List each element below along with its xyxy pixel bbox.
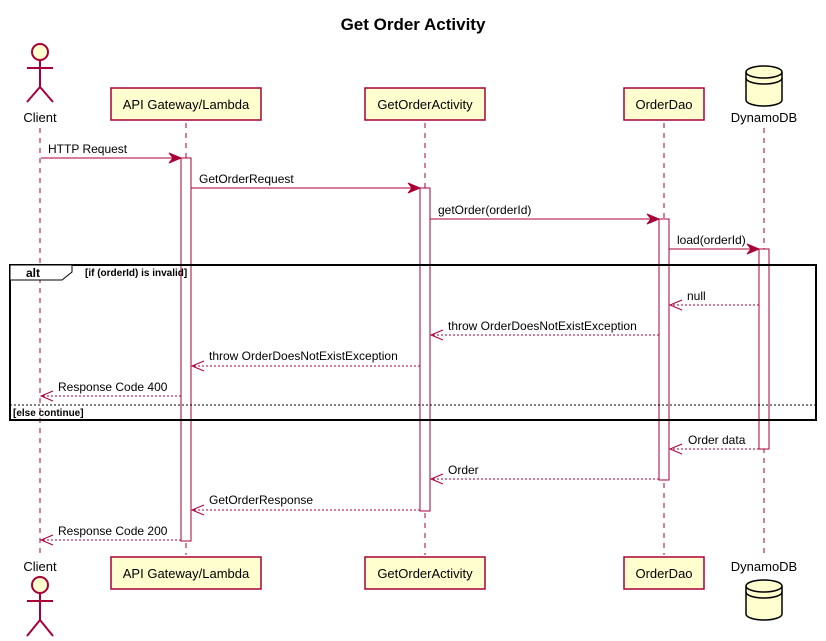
participant-dao-bottom: OrderDao xyxy=(623,556,705,590)
participant-api-bottom: API Gateway/Lambda xyxy=(110,556,262,590)
fragment-condition: [if (orderId) is invalid] xyxy=(85,268,187,279)
message-label: GetOrderRequest xyxy=(199,172,294,186)
participant-label: GetOrderActivity xyxy=(377,566,473,581)
participant-label: DynamoDB xyxy=(731,559,797,574)
actor-icon xyxy=(26,576,54,637)
message-label: Response Code 400 xyxy=(58,380,168,394)
message-label: Order data xyxy=(688,433,746,447)
fragment-else-condition: [else continue] xyxy=(13,408,84,419)
participant-label: GetOrderActivity xyxy=(377,97,473,112)
message-label: HTTP Request xyxy=(48,142,128,156)
participant-label: Client xyxy=(23,110,57,125)
participant-activity-top: GetOrderActivity xyxy=(364,87,486,121)
message-http-request: HTTP Request xyxy=(41,142,183,164)
activation-dao xyxy=(658,218,670,481)
database-dynamodb-bottom: DynamoDB xyxy=(731,559,797,621)
message-label: throw OrderDoesNotExistException xyxy=(209,349,398,363)
message-get-order-request: GetOrderRequest xyxy=(191,172,422,194)
actor-client-top: Client xyxy=(23,43,57,125)
activation-db xyxy=(758,248,770,450)
message-label: getOrder(orderId) xyxy=(438,203,531,217)
fragment-tab xyxy=(9,264,73,281)
participant-api-top: API Gateway/Lambda xyxy=(110,87,262,121)
message-label: null xyxy=(687,289,706,303)
message-get-order: getOrder(orderId) xyxy=(430,203,661,225)
message-load: load(orderId) xyxy=(669,233,761,255)
database-icon xyxy=(745,65,783,107)
participant-dao-top: OrderDao xyxy=(623,87,705,121)
database-dynamodb-top: DynamoDB xyxy=(731,65,797,125)
activation-api xyxy=(180,157,192,542)
message-null-return: null xyxy=(668,289,759,311)
message-order: Order xyxy=(429,463,659,485)
diagram-title: Get Order Activity xyxy=(341,15,486,34)
message-get-order-response: GetOrderResponse xyxy=(190,493,420,516)
actor-icon xyxy=(26,43,54,103)
message-label: Response Code 200 xyxy=(58,524,168,538)
message-order-data: Order data xyxy=(668,433,759,455)
message-label: throw OrderDoesNotExistException xyxy=(448,319,637,333)
message-label: Order xyxy=(448,463,479,477)
message-label: GetOrderResponse xyxy=(209,493,313,507)
message-throw-activity: throw OrderDoesNotExistException xyxy=(190,349,420,372)
message-response-200: Response Code 200 xyxy=(39,524,181,546)
participant-label: API Gateway/Lambda xyxy=(123,97,250,112)
participant-label: DynamoDB xyxy=(731,110,797,125)
participant-label: OrderDao xyxy=(635,566,692,581)
message-throw-dao: throw OrderDoesNotExistException xyxy=(429,319,659,341)
participant-label: OrderDao xyxy=(635,97,692,112)
participant-label: API Gateway/Lambda xyxy=(123,566,250,581)
activation-activity xyxy=(419,187,431,512)
fragment-keyword: alt xyxy=(26,266,40,280)
message-response-400: Response Code 400 xyxy=(39,380,181,402)
alt-fragment: alt [if (orderId) is invalid] [else cont… xyxy=(9,264,817,421)
participant-label: Client xyxy=(23,559,57,574)
participant-activity-bottom: GetOrderActivity xyxy=(364,556,486,590)
database-icon xyxy=(745,579,783,621)
actor-client-bottom: Client xyxy=(23,559,57,637)
message-label: load(orderId) xyxy=(677,233,746,247)
